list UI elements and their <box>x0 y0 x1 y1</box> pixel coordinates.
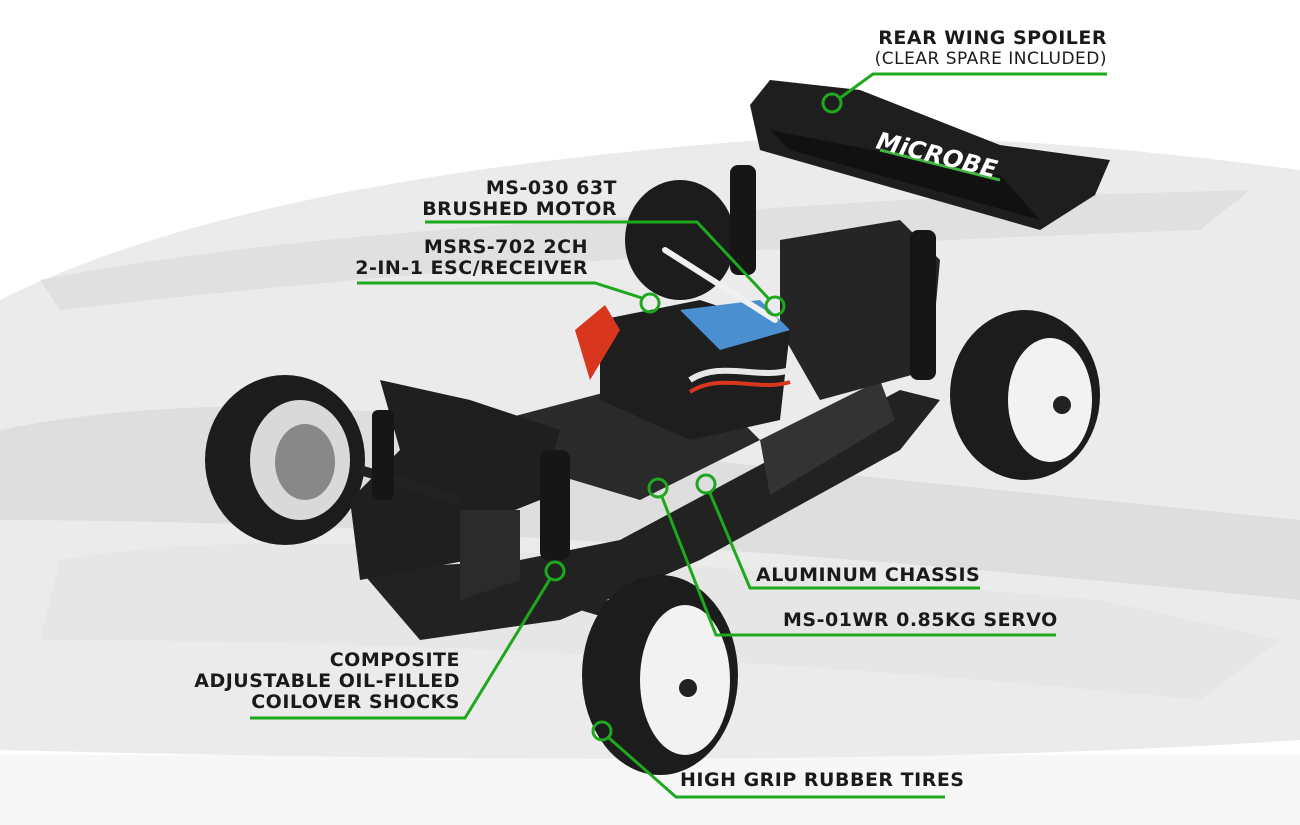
tires-leader <box>608 736 945 799</box>
rc-buggy: MiCROBE <box>205 80 1110 775</box>
chassis-marker <box>695 473 717 495</box>
rear-wing <box>750 80 1110 230</box>
shocks-line-2: ADJUSTABLE OIL-FILLED <box>194 670 460 692</box>
callout-servo: MS-01WR 0.85KG SERVO <box>783 610 1058 631</box>
rear-wing-leader <box>839 72 1107 100</box>
shocks-leader <box>250 578 552 720</box>
rear-wing-subtitle: (CLEAR SPARE INCLUDED) <box>874 49 1107 69</box>
shocks-line-1: COMPOSITE <box>329 649 460 671</box>
shocks-marker <box>544 560 566 582</box>
tires-title: HIGH GRIP RUBBER TIRES <box>680 769 965 791</box>
motor-leader <box>425 220 771 301</box>
rear-wing-marker <box>821 92 843 114</box>
chassis-title: ALUMINUM CHASSIS <box>756 564 981 586</box>
rear-left-tire <box>625 180 735 300</box>
esc-model: MSRS-702 2CH <box>423 236 588 258</box>
callout-lines <box>250 72 1107 799</box>
esc-marker <box>639 292 661 314</box>
callout-shocks: COMPOSITE ADJUSTABLE OIL-FILLED COILOVER… <box>194 650 460 713</box>
callout-chassis: ALUMINUM CHASSIS <box>756 565 980 586</box>
tires-marker <box>591 720 613 742</box>
callout-tires: HIGH GRIP RUBBER TIRES <box>680 770 965 791</box>
esc-type: 2-IN-1 ESC/RECEIVER <box>355 257 588 279</box>
esc-leader <box>357 281 643 300</box>
rear-wing-title: REAR WING SPOILER <box>878 27 1107 49</box>
chassis-leader <box>708 492 980 590</box>
callout-rear-wing: REAR WING SPOILER (CLEAR SPARE INCLUDED) <box>875 28 1107 70</box>
servo-marker <box>647 477 669 499</box>
callout-motor: MS-030 63T BRUSHED MOTOR <box>422 178 617 220</box>
callout-esc: MSRS-702 2CH 2-IN-1 ESC/RECEIVER <box>355 237 588 279</box>
motor-marker <box>764 295 786 317</box>
servo-title: MS-01WR 0.85KG SERVO <box>783 609 1058 631</box>
motor-model: MS-030 63T <box>485 177 617 199</box>
motor-type: BRUSHED MOTOR <box>422 198 617 220</box>
servo-leader <box>660 496 1056 637</box>
shocks-line-3: COILOVER SHOCKS <box>251 691 460 713</box>
